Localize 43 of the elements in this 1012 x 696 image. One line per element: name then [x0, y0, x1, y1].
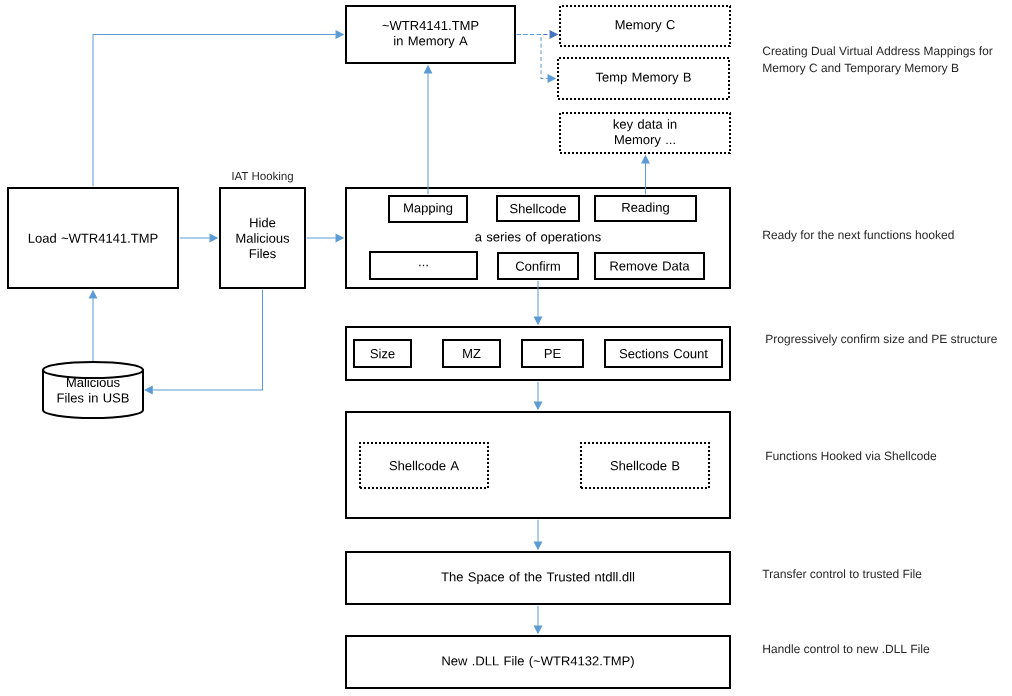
note-text: Functions Hooked via Shellcode	[766, 451, 937, 461]
memory-box: key data in Memory ...	[559, 112, 731, 154]
operation-box: Reading	[594, 195, 697, 222]
operation-box: Shellcode	[496, 195, 580, 222]
box-heading: IAT Hooking	[232, 171, 293, 183]
process-box: Load ~WTR4141.TMP	[7, 187, 179, 289]
note-text: Progressively confirm size and PE structure	[766, 334, 997, 346]
operation-box: ...	[369, 251, 478, 280]
item-box: PE	[521, 339, 584, 368]
arrow	[533, 519, 543, 550]
note-text: Creating Dual Virtual Address Mappings for Memory C and Temporary Memory B	[762, 46, 993, 75]
arrow	[533, 280, 543, 325]
process-box: Hide Malicious Files	[219, 187, 306, 289]
shellcode-box: Shellcode A	[359, 442, 489, 489]
arrow	[88, 290, 98, 362]
memory-box: Memory C	[559, 5, 731, 47]
memory-box: Temp Memory B	[557, 57, 730, 100]
shellcode-box: Shellcode B	[580, 442, 710, 489]
arrow	[533, 381, 543, 410]
operation-box: Mapping	[388, 195, 468, 223]
note-text: Ready for the next functions hooked	[763, 230, 954, 242]
item-box: Size	[353, 339, 412, 368]
note-text: Transfer control to trusted File	[762, 569, 922, 579]
storage-cylinder: Malicious Files in USB	[42, 361, 144, 419]
group-box	[345, 411, 731, 519]
group-box	[345, 326, 731, 381]
arrow	[179, 233, 218, 243]
operation-box: Remove Data	[594, 252, 705, 280]
arrow	[92, 30, 344, 187]
note-text: Handle control to new .DLL File	[763, 644, 930, 654]
operation-box: Confirm	[497, 252, 579, 280]
process-box: The Space of the Trusted ntdll.dll	[345, 551, 731, 605]
arrow	[306, 233, 344, 243]
node-label: Malicious Files in USB	[57, 377, 129, 403]
arrow	[533, 605, 543, 634]
dashed-arrow	[516, 34, 556, 83]
memory-box: ~WTR4141.TMP in Memory A	[345, 5, 516, 64]
item-box: MZ	[442, 339, 501, 368]
arrow	[144, 289, 263, 395]
arrow	[423, 65, 433, 195]
arrow	[641, 155, 650, 195]
item-box: Sections Count	[604, 339, 723, 368]
process-box: New .DLL File (~WTR4132.TMP)	[345, 635, 731, 689]
